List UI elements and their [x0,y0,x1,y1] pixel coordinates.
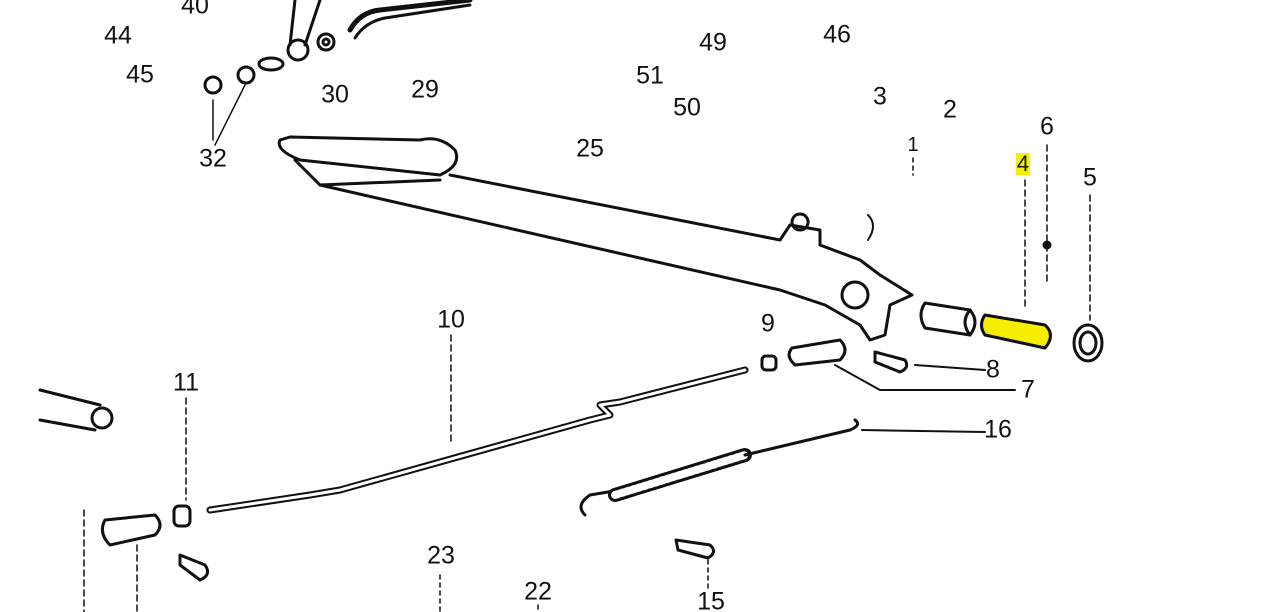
callout-6[interactable]: 6 [1040,112,1054,141]
bushing [919,301,977,337]
callout-7[interactable]: 7 [1021,375,1035,404]
small-parts-32 [203,56,285,146]
pin-4-highlighted [980,313,1052,350]
callout-40[interactable]: 40 [181,0,209,20]
callout-45[interactable]: 45 [126,60,154,89]
callout-5[interactable]: 5 [1083,163,1097,192]
callout-46[interactable]: 46 [823,20,851,49]
callout-9[interactable]: 9 [761,309,775,338]
callout-4-highlighted[interactable]: 4 [1015,151,1031,176]
upper-arm [286,0,336,62]
washer-5 [1072,194,1104,363]
callout-49[interactable]: 49 [699,28,727,57]
callout-2[interactable]: 2 [943,95,957,124]
callout-3[interactable]: 3 [873,82,887,111]
callout-8[interactable]: 8 [986,355,1000,384]
callout-16[interactable]: 16 [984,415,1012,444]
spring-16 [579,418,986,517]
spring-top [347,0,473,40]
callout-50[interactable]: 50 [673,93,701,122]
rod-10 [206,334,749,514]
callout-1[interactable]: 1 [907,134,919,156]
callout-11[interactable]: 11 [173,368,199,397]
callout-25[interactable]: 25 [576,134,604,163]
callout-30[interactable]: 30 [321,80,349,109]
pedal-lever [277,135,914,342]
cotter-pin-6 [1042,144,1052,286]
callout-15[interactable]: 15 [697,587,725,612]
callout-32[interactable]: 32 [199,144,227,173]
callout-22[interactable]: 22 [524,577,552,606]
fork-7 [760,338,1016,391]
callout-23[interactable]: 23 [427,541,455,570]
callout-44[interactable]: 44 [104,21,132,50]
callout-10[interactable]: 10 [437,305,465,334]
left-clevis [38,388,715,612]
callout-29[interactable]: 29 [411,75,439,104]
callout-51[interactable]: 51 [636,61,664,90]
